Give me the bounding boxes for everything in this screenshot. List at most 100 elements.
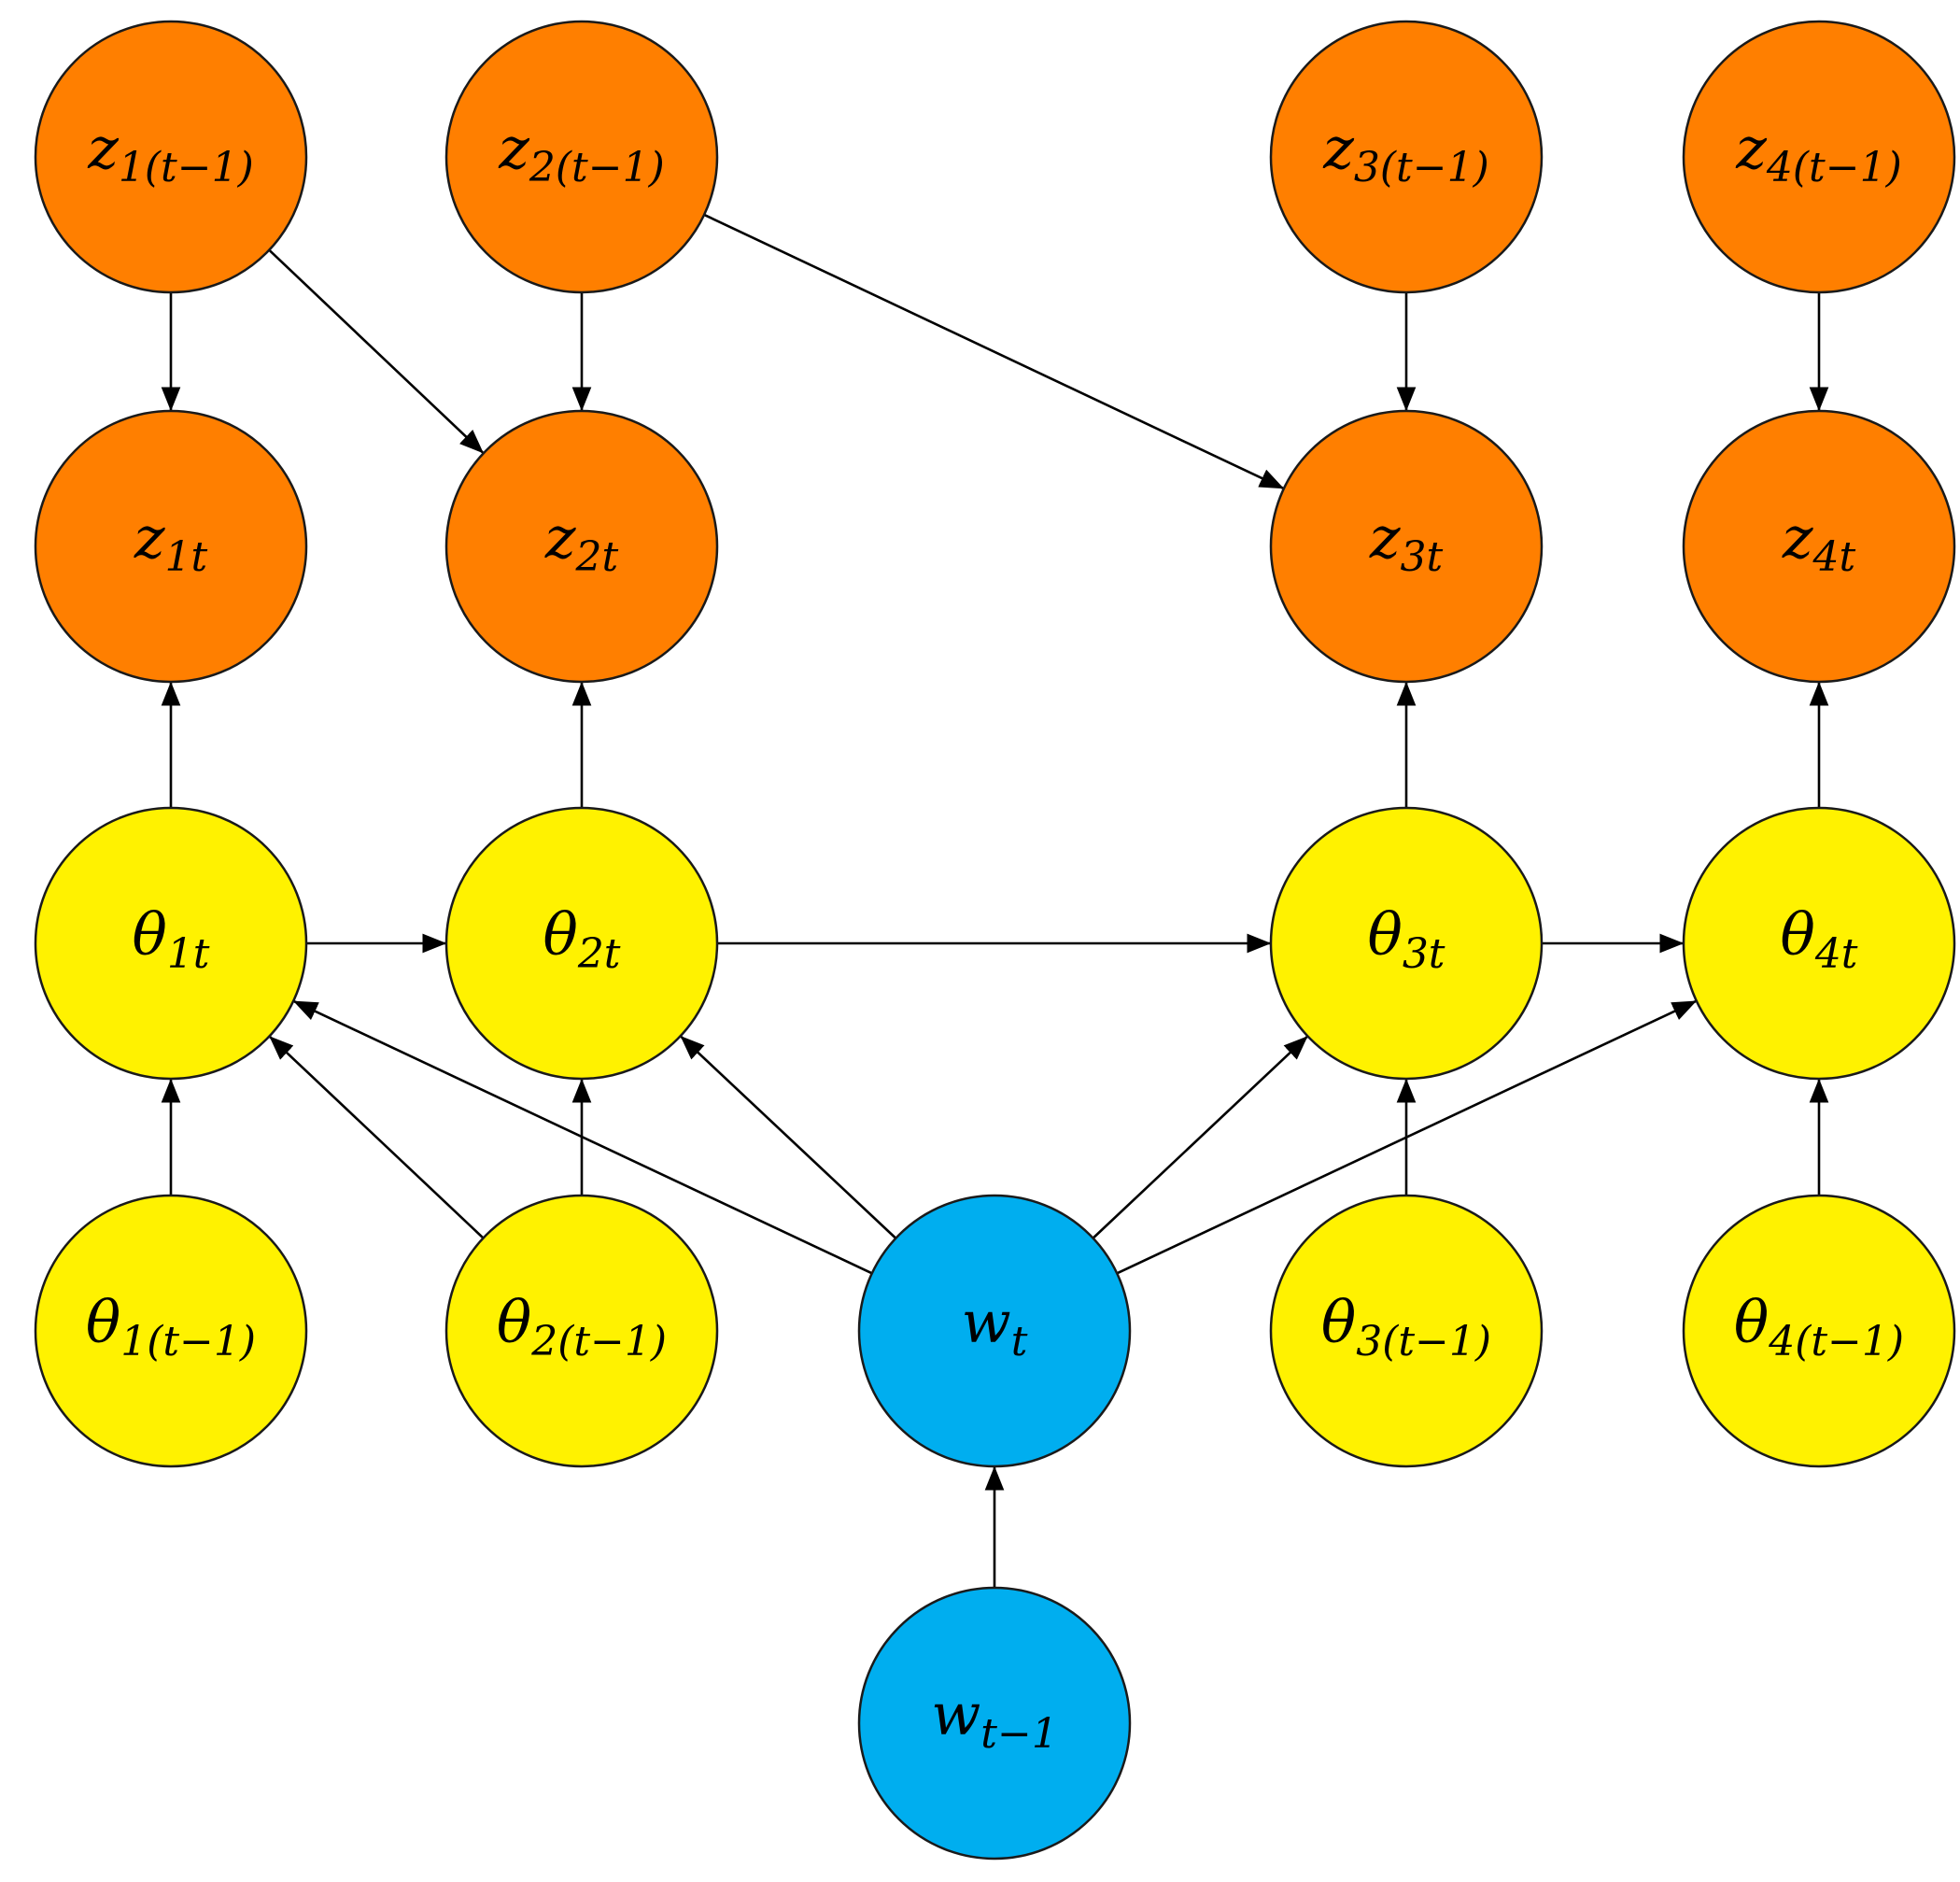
node-label-subscript: 3t	[1400, 533, 1443, 581]
node-z3-t-label: z3t	[1369, 503, 1444, 581]
node-z4-t-label: z4t	[1782, 503, 1856, 581]
node-z2-prev-label: z2(t−1)	[498, 114, 665, 191]
node-theta3-t: θ3t	[1269, 806, 1544, 1081]
node-w-t-circle	[857, 1194, 1132, 1468]
node-label-subscript: 1t	[164, 533, 207, 581]
edge-z1-prev-to-z2-t	[268, 248, 484, 454]
edge-w-t-to-theta4-t	[1116, 999, 1698, 1275]
node-z3-prev-circle	[1269, 20, 1544, 294]
node-w-prev: wt−1	[857, 1586, 1132, 1861]
node-z2-t: z2t	[444, 409, 719, 684]
node-label-symbol: z	[1322, 114, 1354, 182]
node-z2-t-circle	[444, 409, 719, 684]
node-label-subscript: 2t	[574, 533, 618, 581]
edge-w-t-to-theta2-t	[680, 1035, 897, 1239]
node-theta3-t-label: θ3t	[1367, 900, 1445, 978]
node-label-symbol: z	[1369, 503, 1401, 572]
node-theta4-prev: θ4(t−1)	[1682, 1194, 1956, 1468]
node-theta3-prev: θ3(t−1)	[1269, 1194, 1544, 1468]
node-theta2-t: θ2t	[444, 806, 719, 1081]
node-label-subscript: 4t	[1812, 533, 1855, 581]
node-label-subscript: 2(t−1)	[529, 144, 665, 191]
node-z1-prev: z1(t−1)	[34, 20, 308, 294]
node-label-symbol: θ	[1734, 1288, 1769, 1356]
node-label-symbol: z	[1735, 114, 1767, 182]
node-theta2-prev-label: θ2(t−1)	[497, 1288, 667, 1366]
node-label-subscript: 3(t−1)	[1356, 1318, 1491, 1366]
node-label-symbol: θ	[543, 900, 577, 969]
node-z4-t: z4t	[1682, 409, 1956, 684]
node-w-prev-circle	[857, 1586, 1132, 1861]
node-z3-t: z3t	[1269, 409, 1544, 684]
node-label-symbol: θ	[1367, 900, 1402, 969]
node-label-symbol: w	[962, 1288, 1011, 1356]
edge-w-t-to-theta3-t	[1092, 1036, 1308, 1239]
node-theta1-prev-label: θ1(t−1)	[86, 1288, 256, 1366]
node-label-symbol: w	[931, 1680, 980, 1748]
node-theta3-prev-circle	[1269, 1194, 1544, 1468]
node-theta2-prev: θ2(t−1)	[444, 1194, 719, 1468]
node-label-subscript: 2(t−1)	[530, 1318, 667, 1366]
node-label-subscript: 4t	[1814, 930, 1858, 978]
node-label-subscript: 1(t−1)	[120, 1318, 256, 1366]
edge-w-t-to-theta1-t	[292, 999, 873, 1275]
node-z4-prev-circle	[1682, 20, 1956, 294]
node-theta4-t-circle	[1682, 806, 1956, 1081]
node-z2-prev: z2(t−1)	[444, 20, 719, 294]
node-label-symbol: z	[1782, 503, 1813, 572]
node-label-subscript: 3t	[1403, 930, 1445, 978]
node-theta4-t-label: θ4t	[1780, 900, 1857, 978]
node-label-subscript: 4(t−1)	[1766, 144, 1902, 191]
node-theta1-prev-circle	[34, 1194, 308, 1468]
node-label-symbol: θ	[1321, 1288, 1356, 1356]
node-label-symbol: θ	[86, 1288, 120, 1356]
node-z1-prev-label: z1(t−1)	[87, 114, 254, 191]
node-label-symbol: z	[134, 503, 165, 572]
node-w-t-label: wt	[962, 1288, 1028, 1366]
node-label-subscript: 2t	[577, 930, 621, 978]
node-theta1-t-label: θ1t	[132, 900, 209, 978]
node-label-subscript: t	[1011, 1318, 1028, 1366]
node-z1-prev-circle	[34, 20, 308, 294]
node-label-symbol: θ	[497, 1288, 531, 1356]
node-theta1-prev: θ1(t−1)	[34, 1194, 308, 1468]
edge-z2-prev-to-z3-t	[703, 213, 1285, 489]
node-z4-t-circle	[1682, 409, 1956, 684]
node-z1-t-circle	[34, 409, 308, 684]
node-theta4-t: θ4t	[1682, 806, 1956, 1081]
node-theta3-prev-label: θ3(t−1)	[1321, 1288, 1491, 1366]
node-theta2-prev-circle	[444, 1194, 719, 1468]
node-label-symbol: z	[544, 503, 576, 572]
node-theta4-prev-circle	[1682, 1194, 1956, 1468]
node-theta1-t: θ1t	[34, 806, 308, 1081]
node-label-symbol: z	[87, 114, 119, 182]
node-label-symbol: θ	[1780, 900, 1814, 969]
node-w-prev-label: wt−1	[931, 1680, 1058, 1758]
node-z1-t-label: z1t	[134, 503, 208, 581]
node-theta2-t-label: θ2t	[543, 900, 620, 978]
node-w-t: wt	[857, 1194, 1132, 1468]
node-label-subscript: 3(t−1)	[1354, 144, 1489, 191]
node-label-symbol: z	[498, 114, 529, 182]
node-label-subscript: 1t	[167, 930, 210, 978]
node-z3-prev: z3(t−1)	[1269, 20, 1544, 294]
node-z2-t-label: z2t	[544, 503, 619, 581]
node-z4-prev-label: z4(t−1)	[1735, 114, 1902, 191]
node-label-subscript: 1(t−1)	[119, 144, 254, 191]
node-theta2-t-circle	[444, 806, 719, 1081]
node-theta4-prev-label: θ4(t−1)	[1734, 1288, 1904, 1366]
node-z4-prev: z4(t−1)	[1682, 20, 1956, 294]
node-label-symbol: θ	[132, 900, 166, 969]
edge-theta2-prev-to-theta1-t	[269, 1036, 485, 1239]
node-theta3-t-circle	[1269, 806, 1544, 1081]
node-z2-prev-circle	[444, 20, 719, 294]
node-label-subscript: 4(t−1)	[1768, 1318, 1904, 1366]
edges-layer	[161, 213, 1829, 1588]
node-z1-t: z1t	[34, 409, 308, 684]
node-z3-prev-label: z3(t−1)	[1322, 114, 1489, 191]
node-label-subscript: t−1	[980, 1710, 1058, 1758]
node-z3-t-circle	[1269, 409, 1544, 684]
node-theta1-t-circle	[34, 806, 308, 1081]
